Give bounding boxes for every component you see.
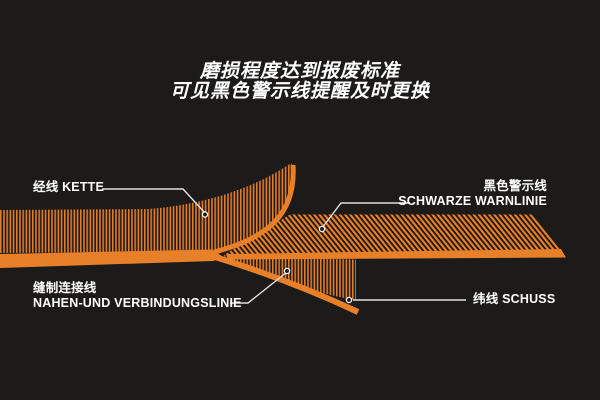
warp-threads-band <box>0 163 295 253</box>
warnlinie-leader-line <box>321 202 410 229</box>
black-warning-line-band <box>224 214 561 257</box>
schuss-leader-dot <box>345 296 353 304</box>
label-weft-schuss: 纬线 SCHUSS <box>473 292 555 307</box>
label-warp-kette: 经线 KETTE <box>33 180 104 195</box>
peeled-warp-fan <box>213 164 296 255</box>
label-seam-connection-zh: 缝制连接线 <box>33 281 97 295</box>
label-warp-kette-text: 经线 KETTE <box>33 180 105 194</box>
label-weft-schuss-text: 纬线 SCHUSS <box>473 292 556 306</box>
label-seam-connection: 缝制连接线 NAHEN-UND VERBINDUNGSLINIE <box>33 281 242 311</box>
title-line-2: 可见黑色警示线提醒及时更换 <box>169 81 430 102</box>
stitched-junction <box>0 249 224 268</box>
kette-leader-line <box>102 188 206 214</box>
page-title: 磨损程度达到报废标准 可见黑色警示线提醒及时更换 <box>0 62 600 102</box>
warning-band-bottom-edge <box>226 249 566 260</box>
label-warning-line-de: SCHWARZE WARNLINIE <box>398 194 547 208</box>
kette-leader-dot <box>201 211 209 218</box>
title-line-1: 磨损程度达到报废标准 <box>199 61 400 82</box>
naht-leader-dot <box>283 267 291 275</box>
label-seam-connection-de: NAHEN-UND VERBINDUNGSLINIE <box>33 296 242 310</box>
naht-leader-line <box>230 271 288 304</box>
warnlinie-leader-dot <box>318 225 326 233</box>
weft-thread-fringe <box>230 257 356 300</box>
label-warning-line: 黑色警示线 SCHWARZE WARNLINIE <box>398 179 547 209</box>
bottom-weft-swoosh <box>211 253 360 315</box>
label-warning-line-zh: 黑色警示线 <box>483 179 547 193</box>
